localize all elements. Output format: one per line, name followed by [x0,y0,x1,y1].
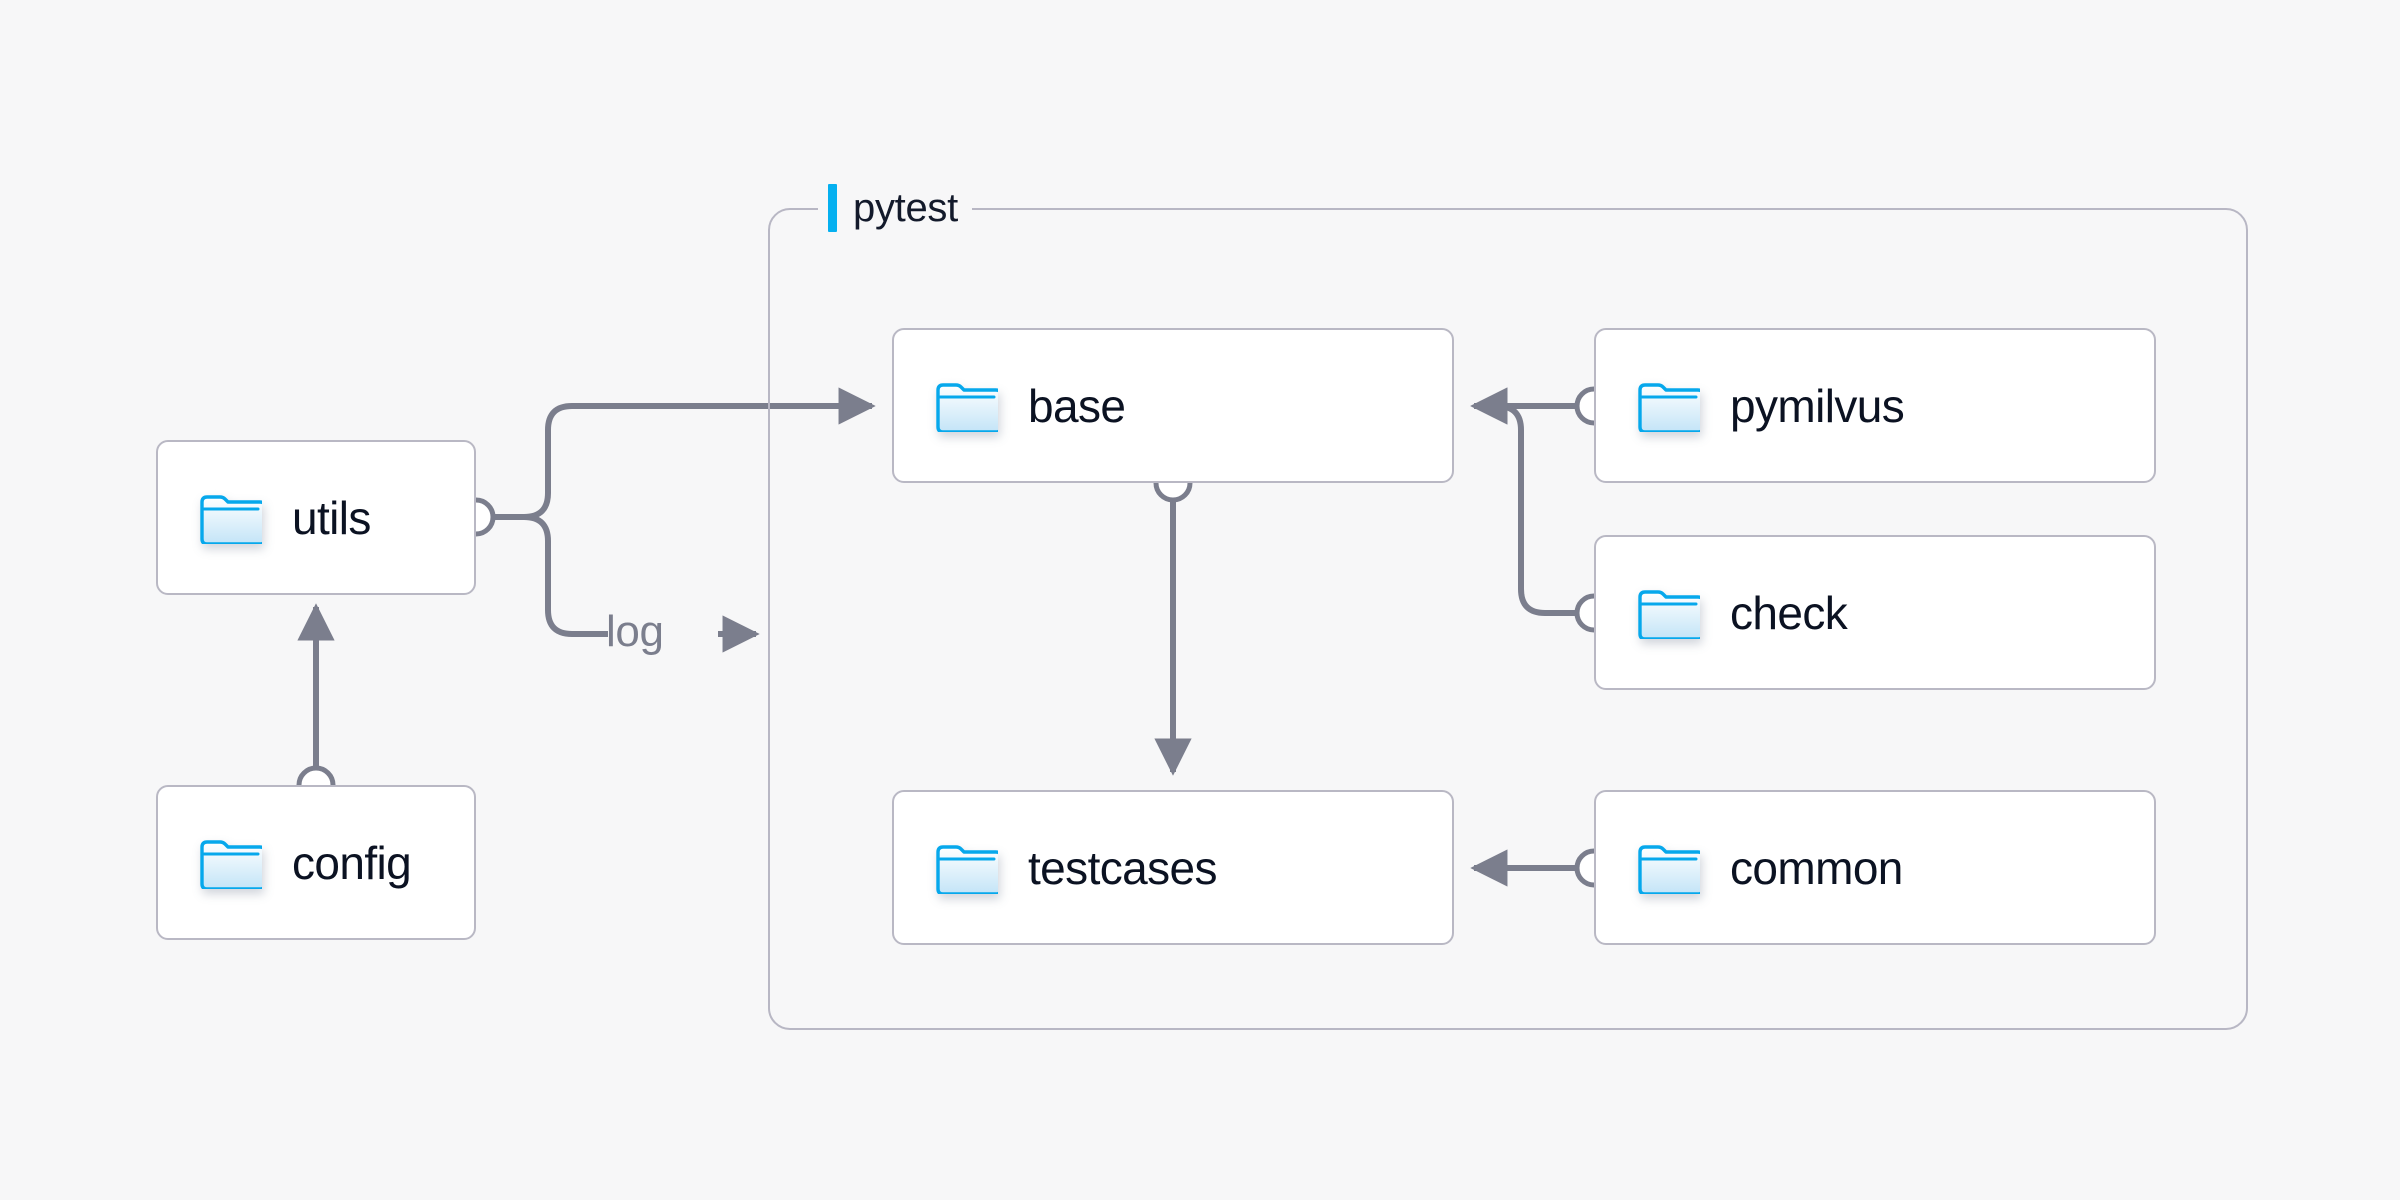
node-utils-label: utils [292,491,371,544]
edge-label-log-text: log [606,607,664,656]
node-common-label: common [1730,841,1903,894]
pytest-group-label-text: pytest [853,185,958,230]
folder-icon [1638,380,1700,432]
edge-utils-to-log [523,514,608,637]
pytest-group[interactable] [768,208,2248,1030]
node-utils[interactable]: utils [156,440,476,595]
node-common[interactable]: common [1594,790,2156,945]
folder-icon [936,380,998,432]
folder-icon [200,492,262,544]
node-config[interactable]: config [156,785,476,940]
folder-icon [1638,587,1700,639]
edge-label-log: log [606,610,664,654]
folder-icon [1638,842,1700,894]
node-testcases[interactable]: testcases [892,790,1454,945]
node-pymilvus-label: pymilvus [1730,379,1905,432]
node-pymilvus[interactable]: pymilvus [1594,328,2156,483]
node-check-label: check [1730,586,1848,639]
node-testcases-label: testcases [1028,841,1218,894]
node-config-label: config [292,836,412,889]
accent-bar-icon [828,184,837,232]
node-check[interactable]: check [1594,535,2156,690]
folder-icon [936,842,998,894]
node-base-label: base [1028,379,1126,432]
node-base[interactable]: base [892,328,1454,483]
folder-icon [200,837,262,889]
pytest-group-label: pytest [818,181,972,235]
